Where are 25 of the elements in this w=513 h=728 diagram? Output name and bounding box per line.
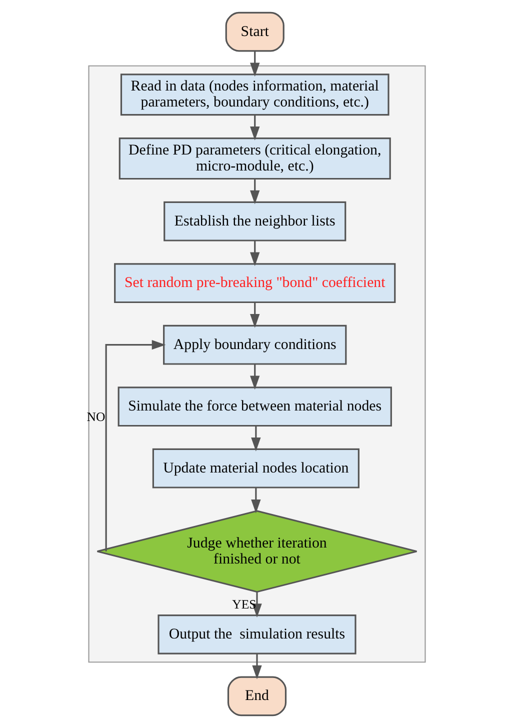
node-box: Set random pre-breaking "bond" coefficient	[114, 263, 396, 304]
node-box: End	[226, 676, 286, 716]
arrow	[250, 115, 260, 140]
arrow	[250, 240, 260, 266]
node-box: Start	[224, 12, 284, 52]
node-box: Define PD parameters (critical elongation, micro-module, etc.)	[118, 137, 390, 180]
edge-label: NO	[86, 410, 105, 424]
node-diamond: Judge whether iteration finished or not	[96, 510, 417, 593]
node-box: Update material nodes location	[152, 448, 359, 488]
arrow	[250, 179, 260, 204]
arrow	[250, 426, 260, 452]
arrow	[250, 51, 260, 77]
node-box: Output the simulation results	[157, 614, 356, 654]
arrow	[250, 364, 260, 390]
arrow	[250, 302, 260, 328]
cluster	[88, 65, 426, 663]
node-box: Read in data (nodes information, material parameters, boundary conditions, etc.)	[120, 74, 389, 116]
arrow	[252, 654, 262, 680]
node-box: Simulate the force between material nodes	[117, 386, 392, 427]
edge-label: YES	[232, 597, 256, 612]
node-box: Apply boundary conditions	[162, 324, 346, 365]
arrow	[104, 340, 166, 552]
node-box: Establish the neighbor lists	[163, 201, 346, 242]
arrow	[252, 592, 262, 618]
arrow	[250, 488, 260, 514]
